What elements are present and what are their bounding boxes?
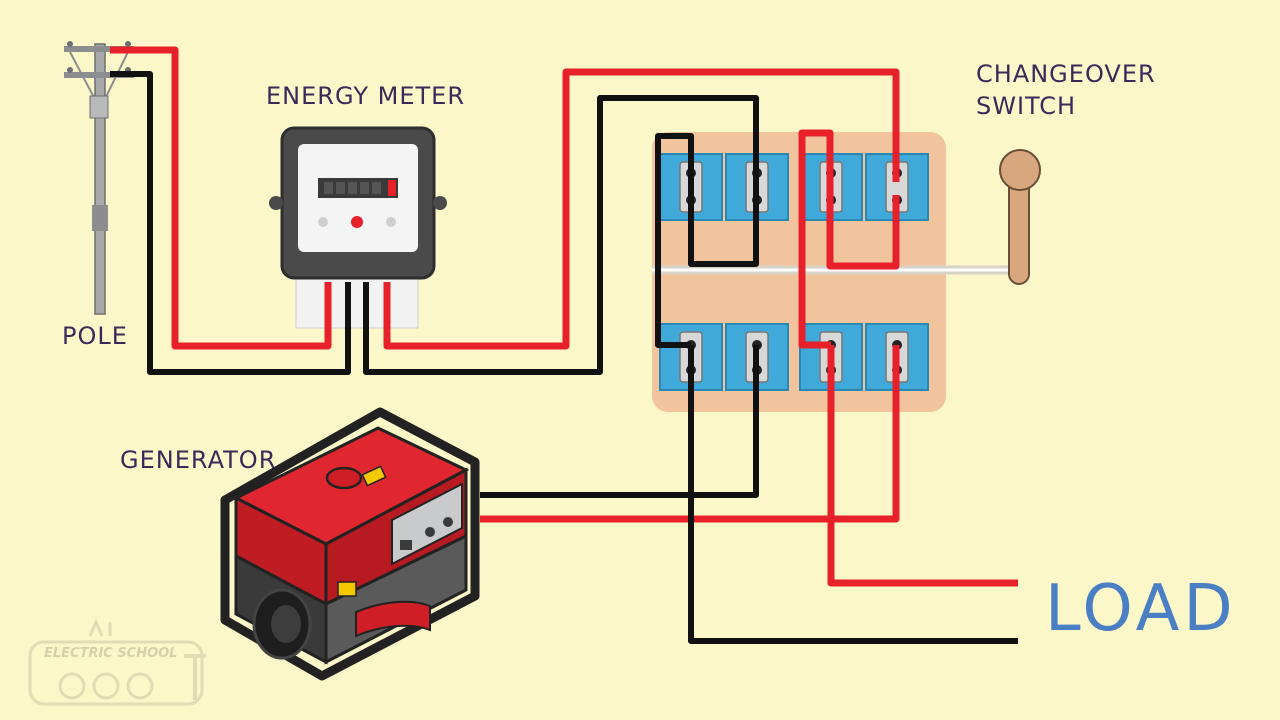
changeover-switch-label-line1: CHANGEOVER [976, 60, 1156, 88]
pole-label: POLE [62, 322, 128, 350]
neutral-wires [110, 71, 1018, 644]
generator-icon [220, 407, 480, 681]
energy-meter-icon [269, 126, 447, 329]
changeover-switch-icon [652, 132, 1041, 412]
watermark-text: ELECTRIC SCHOOL [44, 646, 178, 661]
utility-pole-icon [64, 41, 134, 315]
energy-meter-label: ENERGY METER [266, 82, 466, 110]
generator-label: GENERATOR [120, 446, 277, 474]
load-label: LOAD [1045, 572, 1237, 646]
watermark-logo [28, 618, 206, 706]
live-wires [110, 46, 1018, 587]
changeover-switch-label-line2: SWITCH [976, 92, 1077, 120]
